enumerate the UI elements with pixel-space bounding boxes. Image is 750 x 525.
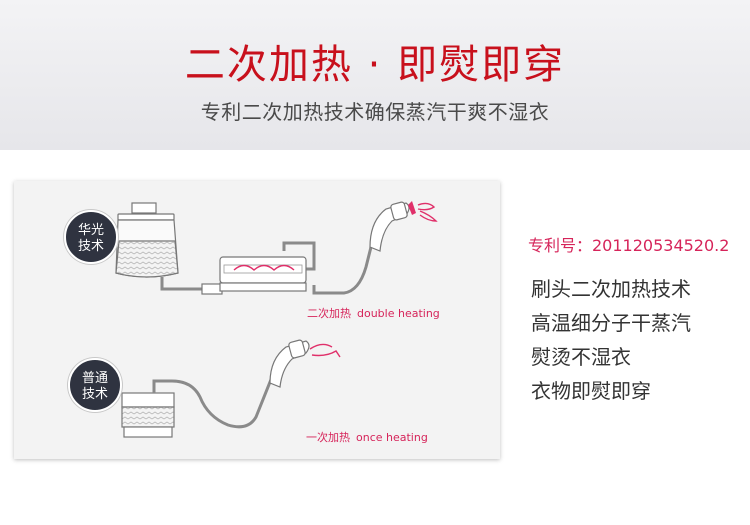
page-title: 二次加热 · 即熨即穿 <box>184 42 566 88</box>
feature-item: 熨烫不湿衣 <box>531 345 631 369</box>
feature-item: 衣物即熨即穿 <box>531 379 651 403</box>
steam-icon-top <box>417 202 438 222</box>
header-band <box>0 0 750 150</box>
feature-item: 高温细分子干蒸汽 <box>531 311 691 335</box>
water-tank-top <box>115 202 179 278</box>
heater-block-top <box>219 256 307 292</box>
steam-icon-bottom <box>309 343 341 358</box>
feature-list: 刷头二次加热技术 高温细分子干蒸汽 熨烫不湿衣 衣物即熨即穿 <box>531 272 691 408</box>
steam-iron-top <box>369 201 416 252</box>
feature-item: 刷头二次加热技术 <box>531 277 691 301</box>
ordinary-tech-badge: 普通 技术 <box>68 358 122 412</box>
pump-top <box>201 283 223 295</box>
diagram-illustration <box>115 201 438 438</box>
page-subtitle: 专利二次加热技术确保蒸汽干爽不湿衣 <box>200 100 550 124</box>
steam-iron-bottom <box>269 339 310 388</box>
patent-number: 专利号：201120534520.2 <box>528 236 730 255</box>
water-tank-bottom <box>121 392 175 438</box>
brand-tech-badge: 华光 技术 <box>64 210 118 264</box>
